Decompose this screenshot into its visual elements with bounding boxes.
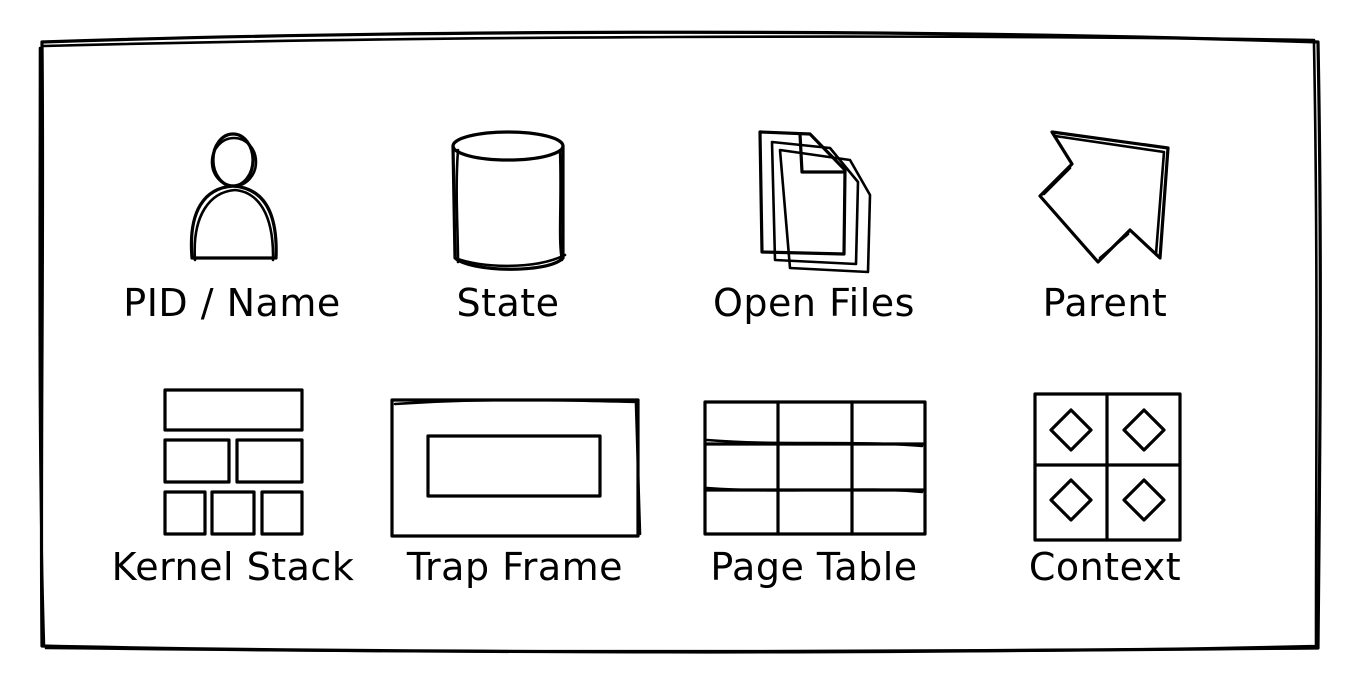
cylinder-icon (451, 130, 567, 271)
outer-frame (38, 30, 1322, 654)
label-open-files: Open Files (713, 281, 915, 325)
label-page-table: Page Table (710, 545, 918, 589)
frame-icon (390, 398, 642, 538)
label-state: State (456, 281, 560, 325)
brick-stack-icon (163, 388, 304, 536)
label-trap-frame: Trap Frame (406, 545, 624, 589)
label-parent: Parent (1042, 281, 1168, 325)
files-icon (758, 130, 872, 274)
label-context: Context (1028, 545, 1182, 589)
arrow-up-left-icon (1038, 130, 1170, 264)
label-kernel-stack: Kernel Stack (111, 545, 355, 589)
label-pid-name: PID / Name (123, 281, 341, 325)
user-icon (189, 132, 278, 262)
grid-table-icon (703, 400, 927, 536)
diamond-grid-icon (1033, 392, 1182, 542)
